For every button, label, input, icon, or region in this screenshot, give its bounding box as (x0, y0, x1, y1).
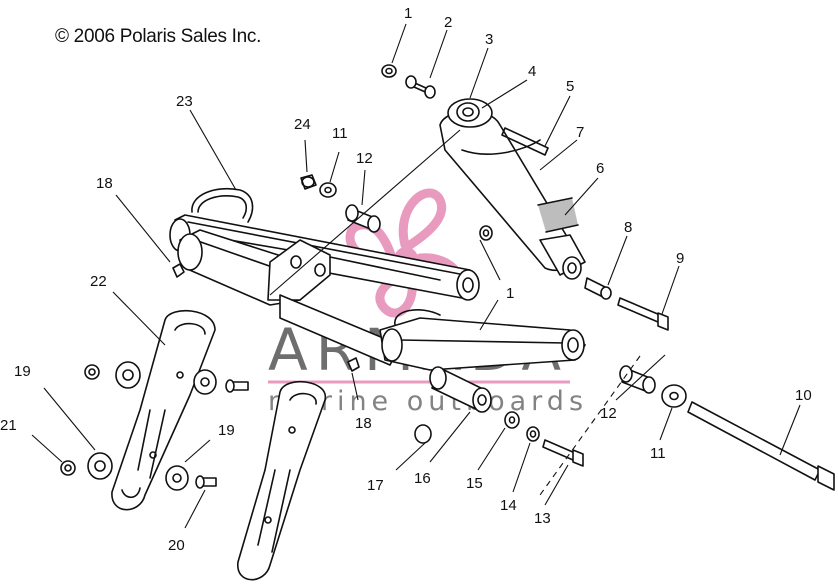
washer-15 (504, 411, 520, 429)
bolt-9 (617, 297, 669, 331)
scissor-link-right (237, 380, 326, 581)
callout-14: 14 (500, 497, 517, 514)
nut-1-top (381, 64, 397, 78)
callout-9: 9 (676, 250, 684, 267)
washer-14 (526, 426, 540, 442)
callout-22: 22 (90, 273, 107, 290)
nut-upper-left (84, 364, 100, 380)
callout-18-right: 18 (355, 415, 372, 432)
washer-11-right (661, 384, 687, 408)
spacer-12-right (619, 365, 656, 394)
lower-swing-arm (379, 309, 586, 413)
callout-3: 3 (485, 31, 493, 48)
callout-20: 20 (168, 537, 185, 554)
ring-17 (414, 424, 432, 444)
callout-12-right: 12 (600, 405, 617, 422)
callout-1-mid: 1 (506, 285, 514, 302)
callout-8: 8 (624, 219, 632, 236)
bearing-upper-right (193, 369, 217, 395)
callout-17: 17 (367, 477, 384, 494)
callout-16: 16 (414, 470, 431, 487)
bushing-2 (405, 75, 436, 99)
bearing-19-left (87, 452, 113, 480)
callout-10: 10 (795, 387, 812, 404)
bolt-20 (195, 475, 217, 489)
nut-1-mid (479, 225, 493, 241)
scissor-link-left (111, 309, 216, 511)
shock-absorber (439, 98, 586, 280)
callout-11-right: 11 (650, 445, 666, 462)
callout-18-left: 18 (96, 175, 113, 192)
washer-11-top (319, 182, 337, 198)
nut-21 (60, 460, 76, 476)
callout-23: 23 (176, 93, 193, 110)
callout-7: 7 (576, 124, 584, 141)
callout-11-top: 11 (332, 125, 348, 142)
callout-4: 4 (528, 63, 536, 80)
callouts: 1 2 3 4 5 6 7 8 9 10 11 11 12 12 1 13 14… (0, 5, 812, 554)
callout-5: 5 (566, 78, 574, 95)
bearing-upper-left (115, 361, 141, 389)
bolt-13 (542, 439, 584, 467)
grease-fitting-18-left (172, 263, 185, 278)
callout-21: 21 (0, 417, 17, 434)
spacer-12-top (345, 204, 381, 233)
callout-15: 15 (466, 475, 483, 492)
nut-24 (300, 174, 317, 190)
hardware (172, 64, 835, 491)
copyright-text: © 2006 Polaris Sales Inc. (55, 26, 262, 47)
bolt-upper (225, 379, 249, 393)
bearing-19-right (165, 465, 189, 491)
callout-12-top: 12 (356, 150, 373, 167)
bushing-8 (584, 277, 612, 300)
callout-13: 13 (534, 510, 551, 527)
callout-19-right: 19 (218, 422, 235, 439)
callout-2: 2 (444, 14, 452, 31)
callout-24: 24 (294, 116, 311, 133)
axle-bolt-10 (687, 401, 835, 491)
callout-1-top: 1 (404, 5, 412, 22)
callout-19-left: 19 (14, 363, 31, 380)
grease-fitting-18-right (347, 357, 360, 372)
left-hardware (60, 361, 249, 491)
leader-lines (31, 23, 801, 529)
callout-6: 6 (596, 160, 604, 177)
